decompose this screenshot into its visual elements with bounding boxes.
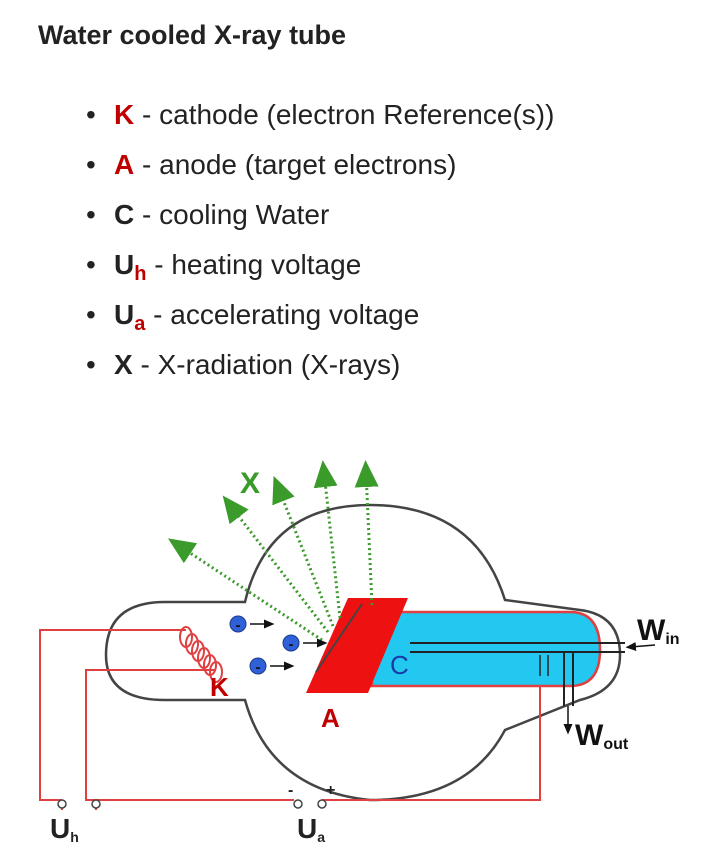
legend-symbol: K [114, 99, 135, 130]
legend-list: •K - cathode (electron Reference(s)) •A … [0, 95, 554, 395]
label-w-out: Wout [575, 719, 629, 753]
anode-face [315, 603, 363, 673]
electron [249, 657, 267, 675]
legend-text: - accelerating voltage [153, 299, 420, 330]
legend-symbol: U [114, 249, 135, 280]
xray-beams [167, 460, 379, 642]
cathode-coil [179, 626, 223, 683]
legend-symbol: U [114, 299, 135, 330]
label-k: K [210, 672, 229, 702]
legend-text: - heating voltage [154, 249, 362, 280]
electron [282, 634, 300, 652]
xray-arrow [222, 495, 330, 633]
legend-symbol: X [114, 349, 133, 380]
label-uh: Uh [50, 813, 79, 845]
legend-item-cooling: •C - cooling Water [86, 199, 330, 230]
legend-text: - anode (target electrons) [142, 149, 457, 180]
legend-item-accelerating: •Ua - accelerating voltage [86, 299, 420, 335]
svg-text:-: - [236, 617, 241, 634]
label-w-in: Win [637, 614, 680, 648]
legend-subscript: a [134, 313, 146, 335]
label-c: C [390, 650, 409, 680]
legend-text: - cathode (electron Reference(s)) [142, 99, 555, 130]
legend-item-cathode: •K - cathode (electron Reference(s)) [86, 99, 555, 130]
electrons: - - - [229, 615, 328, 676]
xray-arrow [167, 538, 323, 642]
legend-item-xradiation: •X - X-radiation (X-rays) [86, 349, 401, 380]
legend-symbol: C [114, 199, 135, 230]
label-ua: Ua [297, 813, 325, 845]
page-title: Water cooled X-ray tube [38, 20, 347, 50]
label-a: A [321, 703, 340, 733]
legend-item-heating: •Uh - heating voltage [86, 249, 362, 285]
legend-item-anode: •A - anode (target electrons) [86, 149, 457, 180]
xray-arrow [354, 460, 379, 606]
electron [229, 615, 247, 633]
svg-text:-: - [289, 636, 294, 653]
legend-text: - cooling Water [142, 199, 330, 230]
plus-sign: + [326, 782, 335, 799]
legend-text: - X-radiation (X-rays) [140, 349, 401, 380]
svg-text:-: - [256, 659, 261, 676]
label-x: X [240, 467, 260, 500]
anode-block [306, 598, 408, 693]
cooling-water-chamber [370, 610, 602, 688]
legend-symbol: A [114, 149, 135, 180]
minus-sign: - [288, 782, 293, 799]
legend-subscript: h [134, 263, 147, 285]
